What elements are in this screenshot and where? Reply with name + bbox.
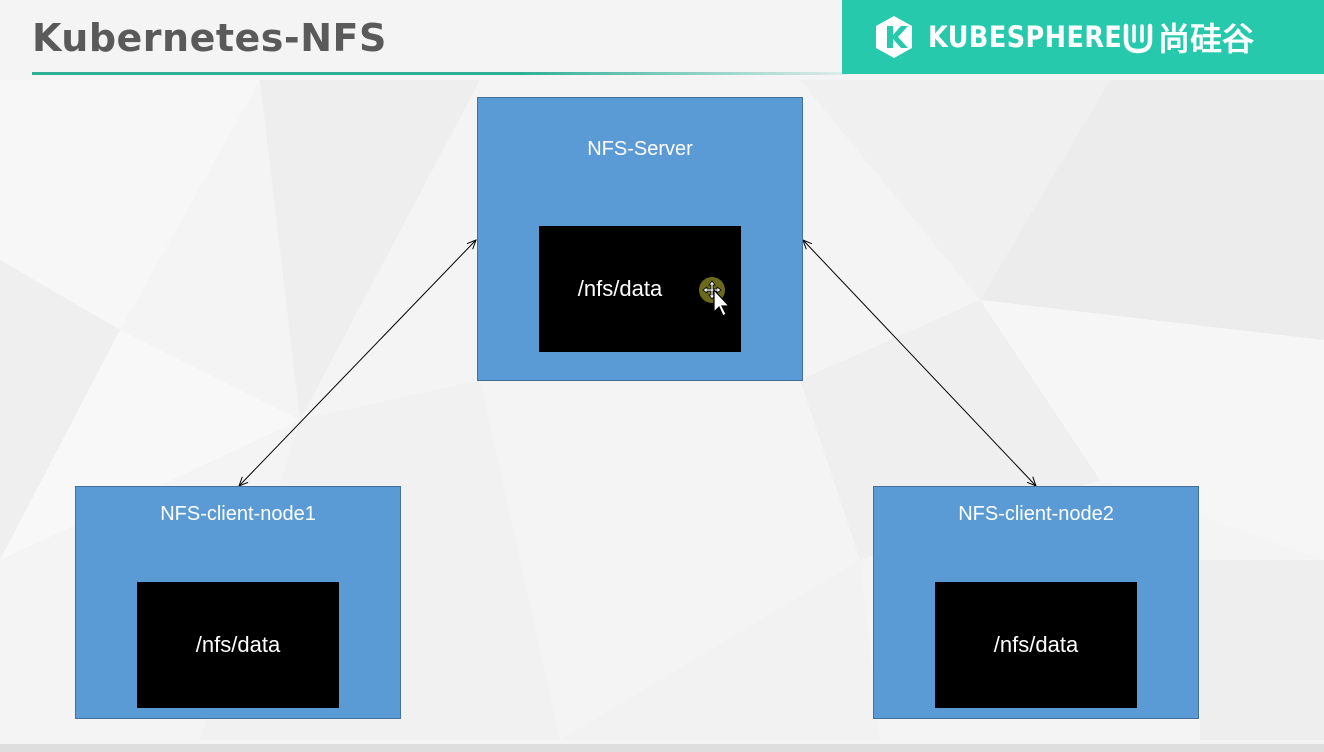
kubesphere-logo-icon: [876, 16, 912, 58]
client-node2-directory-box: /nfs/data: [935, 582, 1137, 708]
nfs-server-node: NFS-Server /nfs/data: [477, 97, 803, 381]
nfs-client-node1: NFS-client-node1 /nfs/data: [75, 486, 401, 719]
bottom-strip: [0, 744, 1324, 752]
move-cursor-icon: [699, 277, 730, 317]
client-node2-label: NFS-client-node2: [958, 503, 1114, 525]
nfs-client-node2: NFS-client-node2 /nfs/data: [873, 486, 1199, 719]
client-node1-directory-box: /nfs/data: [137, 582, 339, 708]
slide-title: Kubernetes-NFS: [32, 16, 387, 60]
nfs-server-label: NFS-Server: [587, 138, 693, 160]
kubesphere-wordmark: KUBESPHERE: [928, 20, 1123, 54]
client-node2-directory-label: /nfs/data: [993, 632, 1079, 657]
brand-bar: KUBESPHERE 尚硅谷: [842, 0, 1324, 74]
server-directory-label: /nfs/data: [577, 276, 663, 301]
atguigu-wordmark: 尚硅谷: [1158, 20, 1255, 58]
atguigu-u-logo-icon: [1123, 23, 1153, 54]
client-node1-directory-label: /nfs/data: [195, 632, 281, 657]
client-node1-label: NFS-client-node1: [160, 503, 316, 525]
title-underline: [32, 72, 847, 75]
